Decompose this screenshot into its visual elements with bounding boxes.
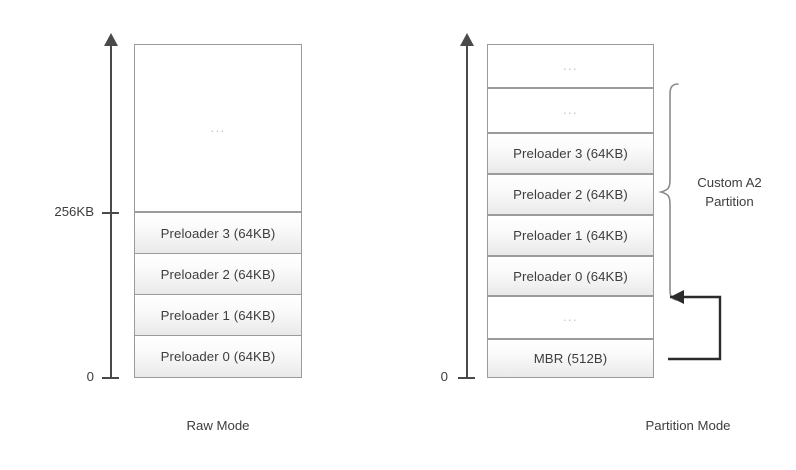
raw-block-preloader-1: Preloader 1 (64KB) [134,294,302,336]
axis-label-zero: 0 [86,369,94,384]
raw-block-preloader-0-label: Preloader 0 (64KB) [160,349,276,364]
custom-a2-partition-brace [658,83,679,301]
ellipsis-glyph: ... [562,57,579,73]
partition-block-preloader-1-label: Preloader 1 (64KB) [513,228,628,243]
partition-block-preloader-1: Preloader 1 (64KB) [487,215,654,256]
axis-arrowhead-icon [104,33,118,46]
axis-arrowhead-icon [460,33,474,46]
partition-block-mbr: MBR (512B) [487,339,654,378]
partition-block-preloader-2: Preloader 2 (64KB) [487,174,654,215]
raw-mode-caption: Raw Mode [186,418,250,433]
arrowhead-icon [670,290,684,304]
partition-block-mbr-label: MBR (512B) [533,351,608,366]
partition-block-free-top: ... [487,44,654,88]
partition-block-preloader-3: Preloader 3 (64KB) [487,133,654,174]
raw-block-preloader-3: Preloader 3 (64KB) [134,212,302,254]
axis-tick-zero [102,377,119,379]
partition-block-preloader-0: Preloader 0 (64KB) [487,256,654,296]
raw-block-preloader-1-label: Preloader 1 (64KB) [160,307,276,323]
axis-label-256kb: 256KB [54,204,94,219]
custom-a2-partition-label-line1: Custom A2 [697,175,762,190]
raw-block-preloader-3-label: Preloader 3 (64KB) [160,225,276,241]
partition-block-preloader-0-label: Preloader 0 (64KB) [513,268,628,284]
axis-tick-zero [458,377,475,379]
partition-block-free-below: ... [487,296,654,339]
custom-a2-partition-label: Custom A2 Partition [672,173,787,211]
axis-shaft [110,45,112,378]
ellipsis-glyph: ... [562,102,579,117]
partition-block-free-a2-top: ... [487,88,654,133]
raw-block-free-space: ... [134,44,302,212]
axis-shaft [466,45,468,378]
partition-block-preloader-3-label: Preloader 3 (64KB) [513,146,628,161]
raw-block-preloader-0: Preloader 0 (64KB) [134,335,302,378]
partition-mode-caption: Partition Mode [645,418,731,433]
ellipsis-glyph: ... [210,119,226,135]
mbr-to-partition-arrow [668,290,722,361]
raw-block-preloader-2: Preloader 2 (64KB) [134,253,302,295]
partition-block-preloader-2-label: Preloader 2 (64KB) [513,187,628,202]
axis-tick-256kb [102,212,119,214]
raw-block-preloader-2-label: Preloader 2 (64KB) [160,266,276,282]
axis-label-zero: 0 [440,369,448,384]
custom-a2-partition-label-line2: Partition [705,194,754,209]
ellipsis-glyph: ... [562,309,579,324]
